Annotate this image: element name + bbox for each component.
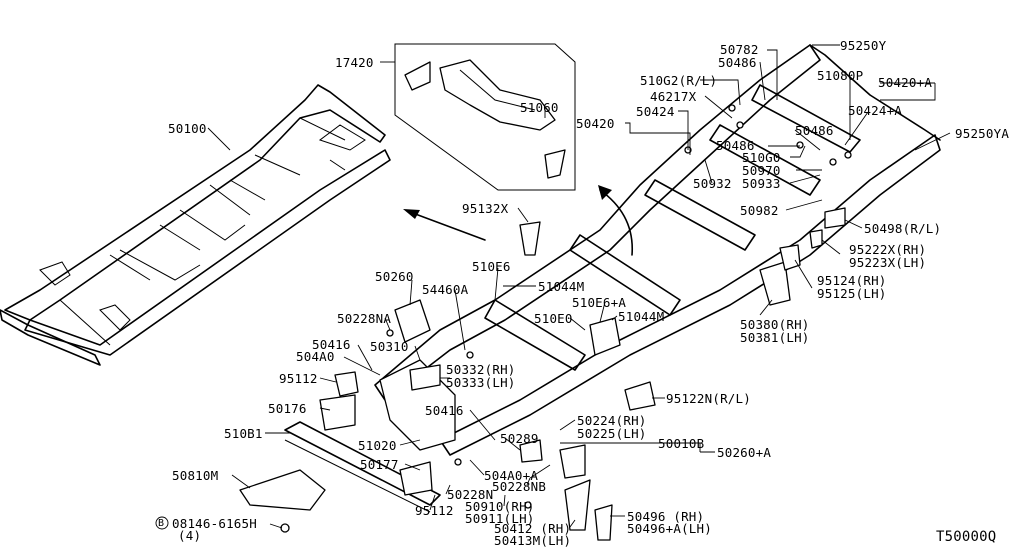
callout-50176: 50176 [268,401,307,416]
callout-95132X: 95132X [462,201,509,216]
bolt-symbol: B [158,518,165,529]
callout-50380: 50380(RH) [740,317,810,332]
callout-504A0A: 504A0+A [484,468,539,483]
callout-95112-a: 95112 [279,371,318,386]
callout-50228NB: 50228NB [492,479,547,494]
callout-50970: 50970 [742,163,781,178]
callout-51080P: 51080P [817,68,864,83]
callout-510E0: 510E0 [534,311,573,326]
callout-50486-c: 50486 [716,138,755,153]
callout-50228N: 50228N [447,487,494,502]
callout-50424A: 50424+A [848,103,903,118]
callout-510E6: 510E6 [472,259,511,274]
callout-95124: 95124(RH) [817,273,887,288]
callout-510E6A: 510E6+A [572,295,627,310]
callout-50420: 50420 [576,116,615,131]
callout-50412: 50412 (RH) [494,521,572,536]
callout-50498: 50498(R/L) [864,221,942,236]
callout-510G2: 510G2(R/L) [640,73,718,88]
callout-50177: 50177 [360,457,399,472]
callout-50486-b: 50486 [795,123,834,138]
detail-inset-box [394,43,576,191]
callout-50413M: 50413M(LH) [494,533,572,548]
callout-50260A: 50260+A [717,445,772,460]
callout-95112-b: 95112 [415,503,454,518]
callout-08146-qty: (4) [178,528,202,543]
callout-50381: 50381(LH) [740,330,810,345]
callout-50332: 50332(RH) [446,362,516,377]
callout-50932: 50932 [693,176,732,191]
direction-arrow [403,209,486,241]
callout-504A0: 504A0 [296,349,335,364]
callout-50420A: 50420+A [878,75,933,90]
callout-50333: 50333(LH) [446,375,516,390]
callout-50416-a: 50416 [312,337,351,352]
callout-46217X: 46217X [650,89,697,104]
callout-50424: 50424 [636,104,675,119]
callout-50228NA: 50228NA [337,311,392,326]
callout-50260: 50260 [375,269,414,284]
callout-51020: 51020 [358,438,397,453]
callout-54460A: 54460A [422,282,469,297]
callout-50310: 50310 [370,339,409,354]
callout-510G0: 510G0 [742,150,781,165]
callout-50496A: 50496+A(LH) [627,521,712,536]
callout-50225: 50225(LH) [577,426,647,441]
callout-50289: 50289 [500,431,539,446]
callout-95250Y: 95250Y [840,38,887,53]
detail-inset-parts [404,59,566,179]
callout-50224: 50224(RH) [577,413,647,428]
callout-50982: 50982 [740,203,779,218]
callout-95122N: 95122N(R/L) [666,391,751,406]
callout-50416-b: 50416 [425,403,464,418]
callout-50486-a: 50486 [718,55,757,70]
callout-50010B: 50010B [658,436,705,451]
callout-510B1: 510B1 [224,426,263,441]
callout-51060: 51060 [520,100,559,115]
callout-51044M-a: 51044M [538,279,585,294]
callout-50933: 50933 [742,176,781,191]
callout-50911: 50911(LH) [465,511,535,526]
callout-50100: 50100 [168,121,207,136]
frame-overview-drawing [0,84,391,366]
callout-50910: 50910(RH) [465,499,535,514]
callout-95250YA: 95250YA [955,126,1010,141]
main-frame-drawing [239,44,941,541]
callout-95222X: 95222X(RH) [849,242,927,257]
callout-50496: 50496 (RH) [627,509,705,524]
callout-51044M-b: 51044M [618,309,665,324]
callout-50810M: 50810M [172,468,219,483]
callout-08146: 08146-6165H [172,516,257,531]
callout-95223X: 95223X(LH) [849,255,927,270]
leader-lines [155,44,951,530]
callout-17420: 17420 [335,55,374,70]
callout-95125: 95125(LH) [817,286,887,301]
diagram-code: T50000Q [936,529,997,545]
callout-50782: 50782 [720,42,759,57]
